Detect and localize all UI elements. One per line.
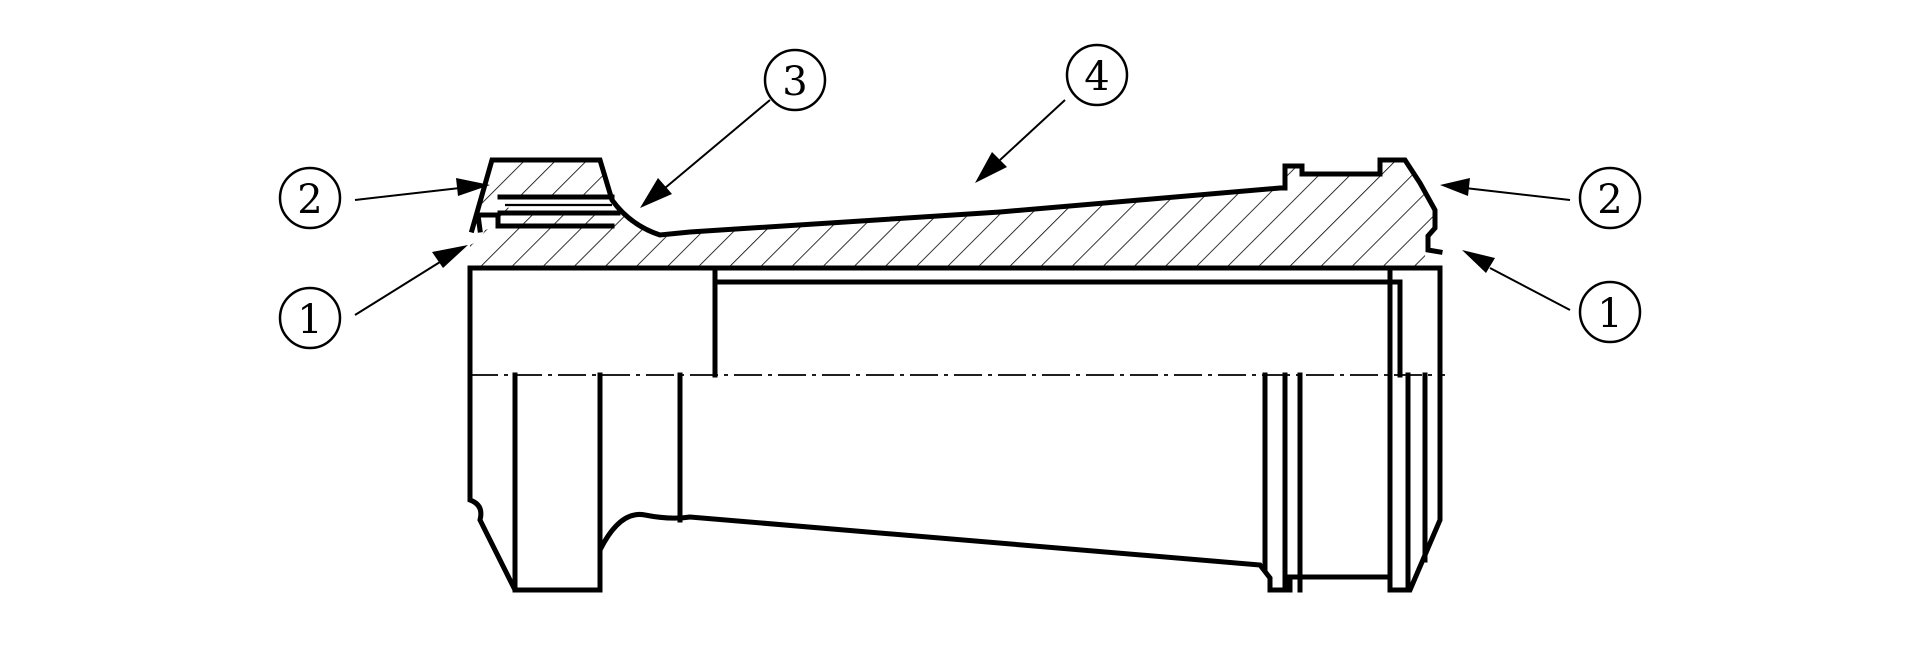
callout-right-1-number: 1 [1597, 291, 1622, 337]
leader-3 [664, 99, 771, 189]
arrowhead-left-2 [456, 178, 490, 196]
leader-right-1 [1489, 267, 1571, 311]
leader-4 [999, 99, 1066, 161]
callout-right-2: 2 [1578, 166, 1642, 230]
left-end-face [467, 265, 1443, 593]
leaders [354, 99, 1571, 316]
upper-profile [468, 157, 1443, 255]
callout-4-number: 4 [1084, 54, 1109, 100]
callout-3-number: 3 [782, 59, 807, 105]
flange-band-outline [497, 194, 621, 216]
part-outline [467, 157, 1443, 593]
arrowhead-right-2 [1440, 178, 1470, 196]
left-bore-step [467, 265, 718, 378]
arrowhead-4 [975, 152, 1007, 183]
callout-4: 4 [1065, 43, 1129, 107]
arrowhead-3 [640, 178, 672, 208]
callout-right-2-number: 2 [1597, 177, 1622, 223]
leader-left-2 [354, 187, 461, 201]
arrowhead-left-1 [432, 245, 468, 268]
arrowhead-right-1 [1462, 250, 1495, 273]
callout-right-1: 1 [1578, 280, 1642, 344]
leader-right-2 [1464, 187, 1571, 201]
callout-3: 3 [763, 48, 827, 112]
callout-left-1: 1 [278, 286, 342, 350]
leader-left-1 [354, 261, 441, 316]
callout-left-2-number: 2 [297, 177, 322, 223]
flange-section [470, 160, 1435, 270]
callout-left-2: 2 [278, 166, 342, 230]
callout-left-1-number: 1 [297, 297, 322, 343]
